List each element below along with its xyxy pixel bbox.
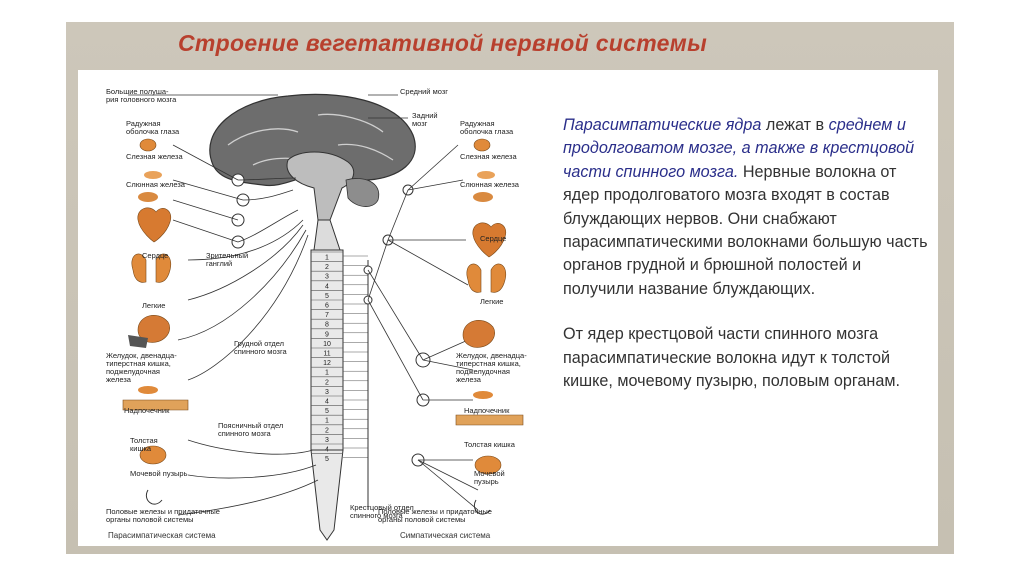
segment-number: 5 bbox=[325, 456, 329, 463]
label-bladder-right: Мочевой пузырь bbox=[474, 470, 505, 486]
segment-number: 1 bbox=[325, 418, 329, 425]
label-iris-right: Радужная оболочка глаза bbox=[460, 120, 513, 136]
label-genitals-right: Половые железы и придаточные органы поло… bbox=[378, 508, 492, 524]
paragraph-1-highlight-1: Парасимпатические ядра bbox=[563, 116, 761, 134]
label-bladder-left: Мочевой пузырь bbox=[130, 470, 187, 478]
label-sympathetic-system: Симпатическая система bbox=[400, 532, 490, 540]
segment-number: 5 bbox=[325, 408, 329, 415]
label-genitals-left: Половые железы и придаточные органы поло… bbox=[106, 508, 220, 524]
paragraph-2: От ядер крестцовой части спинного мозга … bbox=[563, 323, 933, 393]
segment-number: 1 bbox=[325, 370, 329, 377]
label-lungs-left: Легкие bbox=[142, 302, 165, 310]
segment-number: 1 bbox=[325, 255, 329, 262]
paragraph-1: Парасимпатические ядра лежат в среднем и… bbox=[563, 114, 933, 301]
segment-number: 10 bbox=[323, 341, 331, 348]
segment-number: 2 bbox=[325, 427, 329, 434]
segment-number: 2 bbox=[325, 379, 329, 386]
segment-number: 11 bbox=[323, 351, 330, 358]
segment-number: 3 bbox=[325, 389, 329, 396]
label-colon-left: Толстая кишка bbox=[130, 437, 158, 453]
segment-number: 3 bbox=[325, 274, 329, 281]
label-lacrimal-left: Слезная железа bbox=[126, 153, 183, 161]
slide: Строение вегетативной нервной системы bbox=[66, 22, 954, 554]
segment-number: 3 bbox=[325, 437, 329, 444]
label-heart-left: Сердце bbox=[142, 252, 168, 260]
label-lacrimal-right: Слезная железа bbox=[460, 153, 517, 161]
label-heart-right: Сердце bbox=[480, 235, 506, 243]
description-text: Парасимпатические ядра лежат в среднем и… bbox=[563, 114, 933, 393]
label-salivary-right: Слюнная железа bbox=[460, 181, 519, 189]
paragraph-1-part-b: Нервные волокна от ядер продолговатого м… bbox=[563, 163, 928, 298]
segment-number: 5 bbox=[325, 293, 329, 300]
segment-number: 4 bbox=[325, 283, 329, 290]
segment-number: 2 bbox=[325, 264, 329, 271]
label-hemispheres: Большие полуша- рия головного мозга bbox=[106, 88, 176, 104]
label-stomach-right: Желудок, двенадца- типерстная кишка, под… bbox=[456, 352, 527, 384]
label-iris-left: Радужная оболочка глаза bbox=[126, 120, 179, 136]
paragraph-1-part-a: лежат в bbox=[761, 116, 828, 134]
segment-number: 12 bbox=[323, 360, 331, 367]
label-hindbrain: Задний мозг bbox=[412, 112, 438, 128]
label-ganglion: Зрительный ганглий bbox=[206, 252, 248, 268]
segment-number: 4 bbox=[325, 399, 329, 406]
organs-right bbox=[456, 139, 523, 514]
label-thoracic: Грудной отдел спинного мозга bbox=[234, 340, 287, 356]
slide-title: Строение вегетативной нервной системы bbox=[178, 30, 707, 57]
label-salivary-left: Слюнная железа bbox=[126, 181, 185, 189]
label-colon-right: Толстая кишка bbox=[464, 441, 515, 449]
label-midbrain: Средний мозг bbox=[400, 88, 448, 96]
segment-number: 7 bbox=[325, 312, 329, 319]
sympathetic-chain bbox=[364, 145, 478, 510]
segment-number: 9 bbox=[325, 331, 329, 338]
segment-number: 8 bbox=[325, 322, 329, 329]
label-stomach-left: Желудок, двенадца- типерстная кишка, под… bbox=[106, 352, 177, 384]
segment-number: 6 bbox=[325, 303, 329, 310]
label-adrenal-right: Надпочечник bbox=[464, 407, 509, 415]
label-lungs-right: Легкие bbox=[480, 298, 503, 306]
segment-number: 4 bbox=[325, 447, 329, 454]
label-parasympathetic-system: Парасимпатическая система bbox=[108, 532, 216, 540]
label-adrenal-left: Надпочечник bbox=[124, 407, 169, 415]
label-lumbar: Поясничный отдел спинного мозга bbox=[218, 422, 283, 438]
